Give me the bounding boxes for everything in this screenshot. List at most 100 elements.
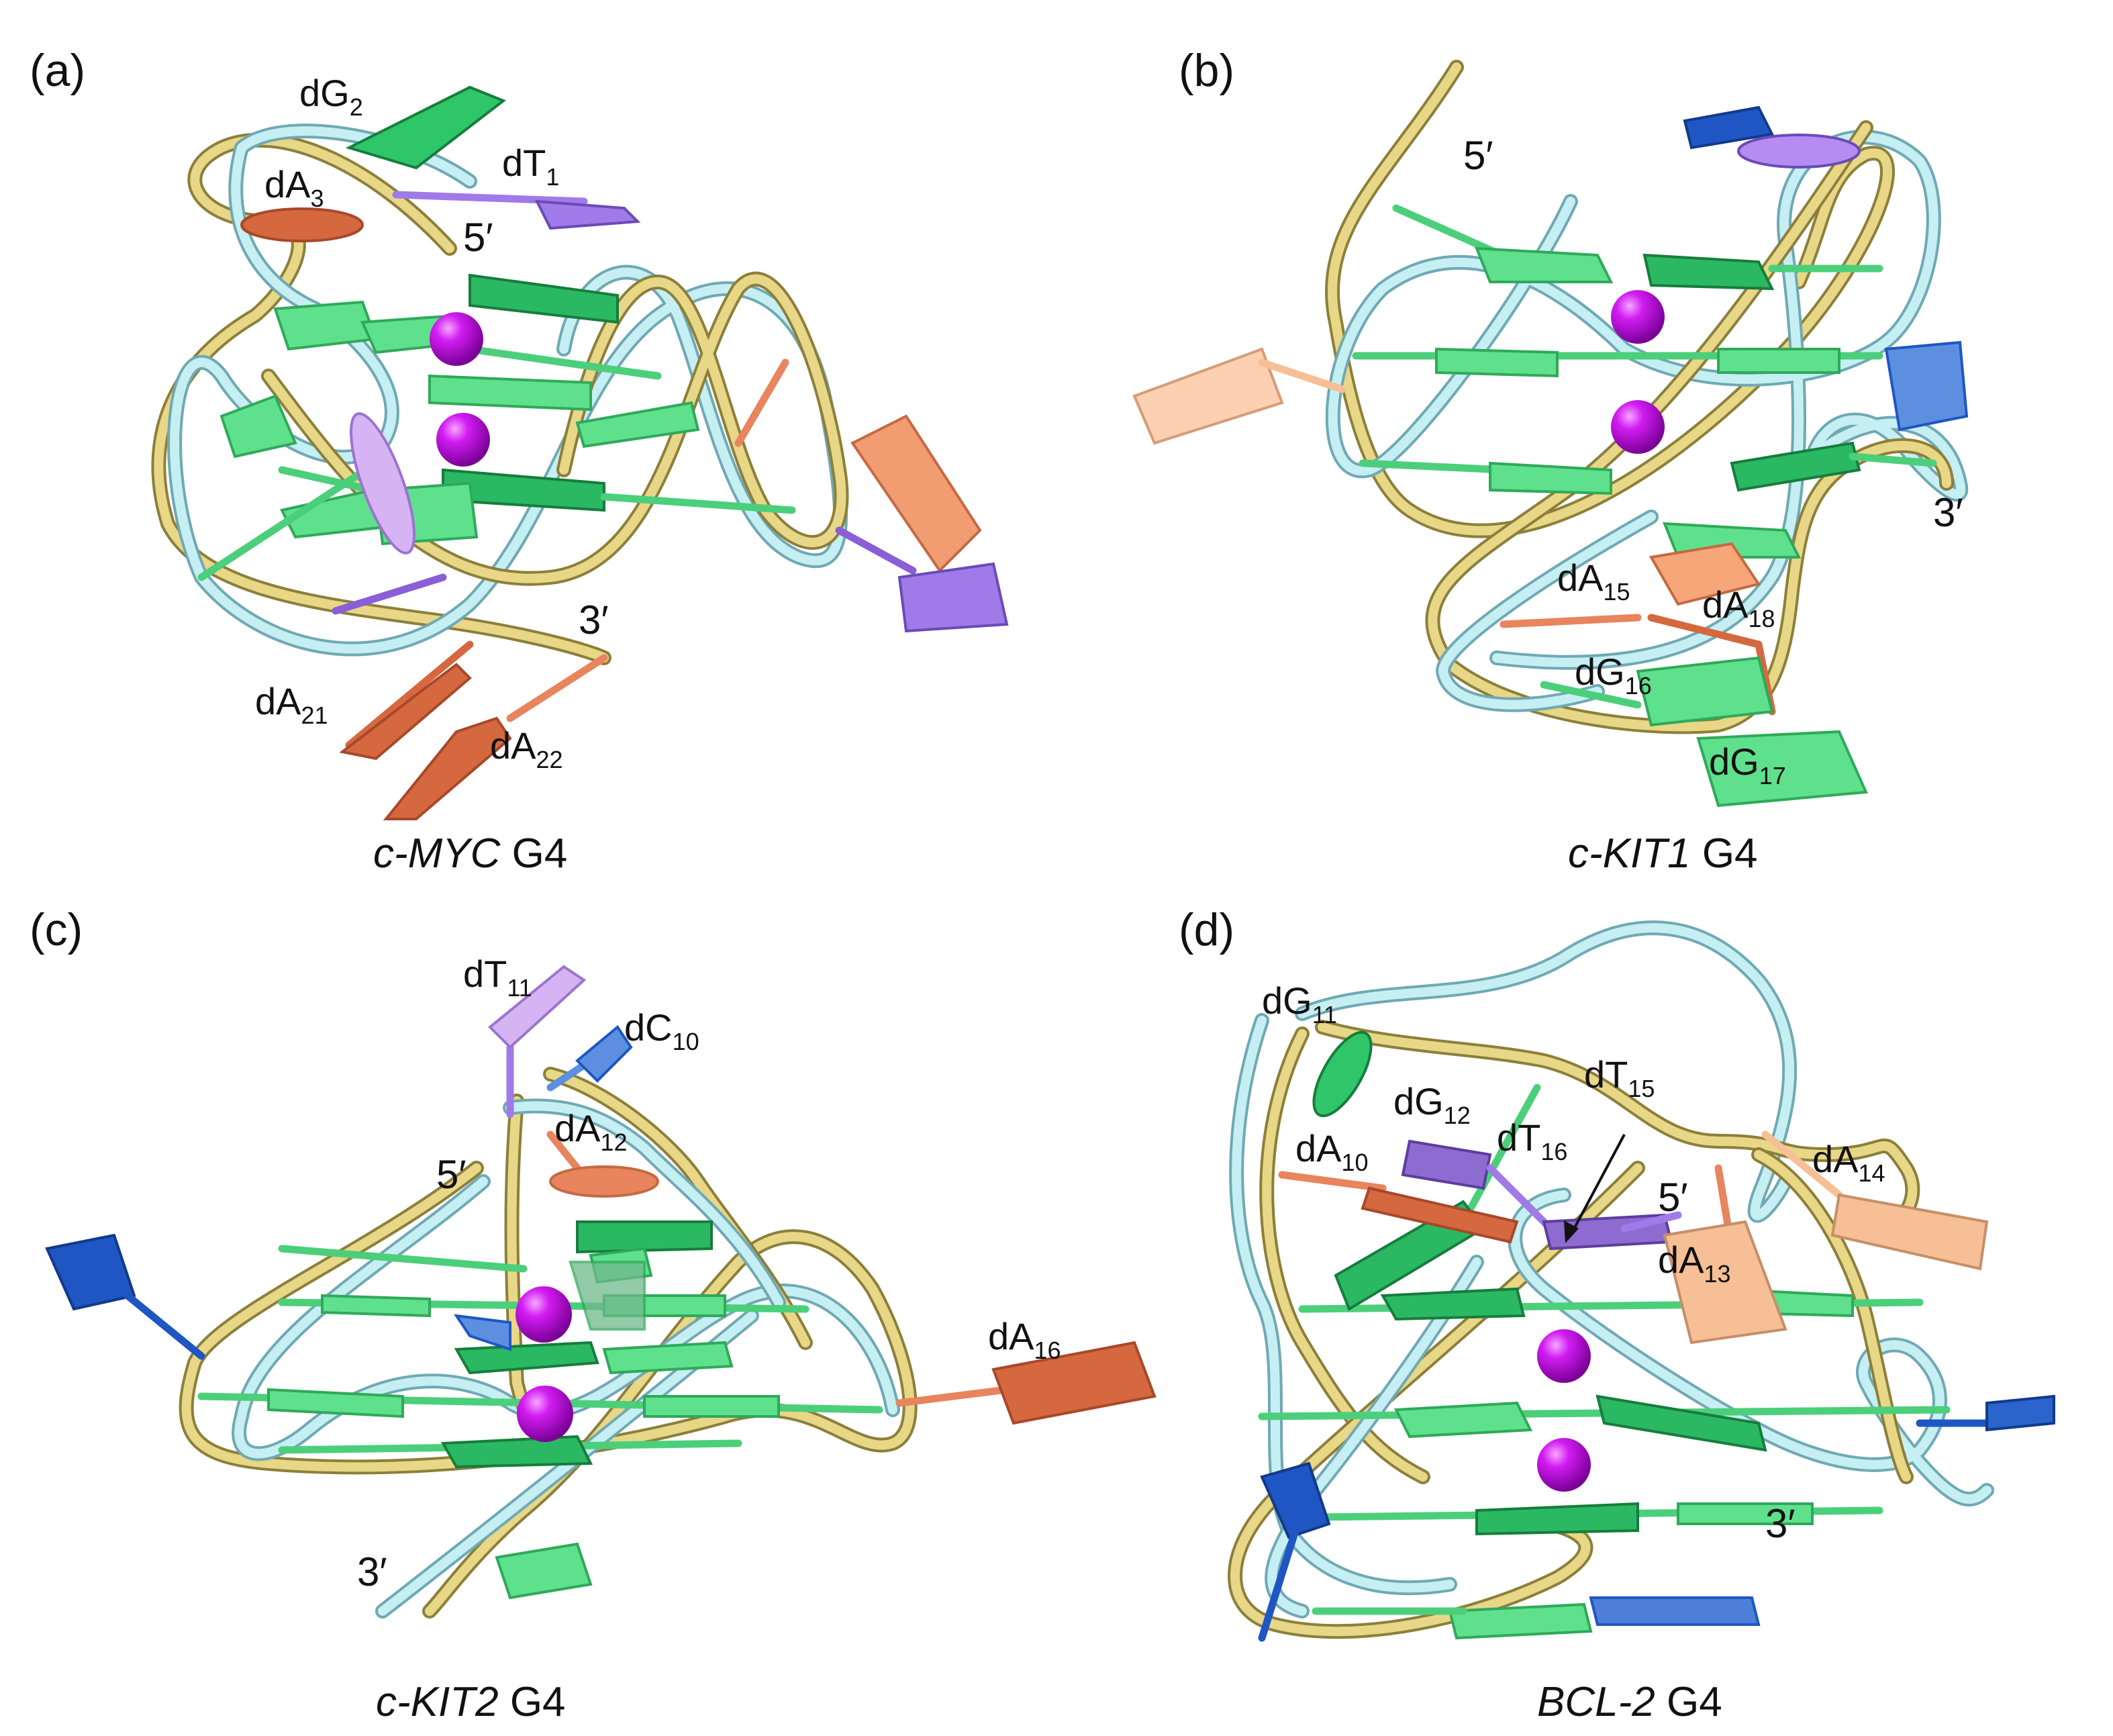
guanine-base bbox=[1642, 253, 1775, 291]
panel-a-loop-residues bbox=[240, 85, 1009, 820]
potassium-ion bbox=[436, 413, 490, 467]
guanine-base bbox=[1435, 347, 1559, 378]
panel-c-label: (c) bbox=[30, 904, 83, 955]
guanine-base bbox=[1393, 1401, 1533, 1439]
panel-a-label: (a) bbox=[30, 45, 85, 96]
end-label-5prime: 5′ bbox=[1463, 133, 1493, 178]
residue-label-da10: dA10 bbox=[1295, 1127, 1369, 1176]
guanine-base bbox=[1489, 461, 1612, 495]
da16-base bbox=[991, 1341, 1157, 1425]
dg11-base bbox=[1312, 1030, 1373, 1118]
panel-b: (b) bbox=[1132, 45, 1969, 877]
guanine-base bbox=[1474, 246, 1614, 283]
thymine-base bbox=[1737, 134, 1861, 168]
panel-c: (c) bbox=[30, 904, 1157, 1725]
residue-label-dg12: dG12 bbox=[1393, 1080, 1471, 1129]
guanine-base bbox=[1717, 348, 1840, 374]
dg2-base bbox=[345, 85, 507, 170]
dg17-base bbox=[1696, 730, 1868, 808]
thymine-base bbox=[349, 412, 416, 554]
potassium-ion bbox=[430, 312, 483, 366]
residue-label-dg11: dG11 bbox=[1262, 979, 1337, 1028]
cytosine-base bbox=[1589, 1596, 1761, 1626]
dc10-base bbox=[575, 1025, 633, 1083]
panel-d-label: (d) bbox=[1179, 904, 1234, 955]
guanine-base bbox=[273, 300, 378, 351]
residue-label-da21: dA21 bbox=[255, 680, 328, 729]
residue-label-da16: dA16 bbox=[988, 1315, 1061, 1364]
adenine-base bbox=[850, 414, 982, 573]
panel-a: (a) bbox=[30, 45, 1009, 877]
thymine-base bbox=[897, 562, 1009, 633]
guanine-base bbox=[1448, 1602, 1593, 1640]
guanine-base bbox=[1475, 1502, 1639, 1536]
panel-b-backbone bbox=[1325, 60, 1969, 734]
cytosine-base bbox=[1683, 105, 1774, 150]
panel-d: (d) bbox=[1179, 904, 2055, 1725]
panel-d-loop-residues bbox=[1258, 1030, 2055, 1642]
dt11-base bbox=[488, 965, 587, 1049]
potassium-ion bbox=[515, 1286, 572, 1343]
panel-a-guanine-tetrads bbox=[197, 273, 796, 581]
guanine-base bbox=[267, 1388, 404, 1418]
pointer-arrowhead bbox=[1564, 1220, 1579, 1243]
end-label-3prime: 3′ bbox=[579, 597, 609, 642]
guanine-base bbox=[1677, 1502, 1814, 1525]
potassium-ion bbox=[1611, 290, 1665, 344]
potassium-ion bbox=[517, 1386, 573, 1442]
guanine-base bbox=[219, 394, 297, 459]
panel-d-guanine-tetrads bbox=[1258, 1287, 1951, 1640]
cytosine-base bbox=[45, 1233, 136, 1311]
da10-base bbox=[1361, 1186, 1519, 1244]
end-label-3prime: 3′ bbox=[357, 1549, 387, 1594]
potassium-ion bbox=[1537, 1438, 1591, 1492]
potassium-ion bbox=[1611, 400, 1665, 454]
da12-base bbox=[549, 1165, 659, 1198]
da3-base bbox=[240, 207, 364, 242]
pointer-arrow bbox=[1569, 1134, 1626, 1236]
guanine-base bbox=[1380, 1287, 1526, 1321]
residue-label-da18: dA18 bbox=[1702, 583, 1775, 632]
end-label-5prime: 5′ bbox=[463, 215, 493, 260]
cytosine-base bbox=[1884, 340, 1969, 432]
guanine-base bbox=[495, 1542, 593, 1600]
end-label-3prime: 3′ bbox=[1933, 490, 1963, 535]
cytosine-base bbox=[1985, 1394, 2055, 1432]
dg12-base bbox=[1401, 1139, 1492, 1190]
da21-base bbox=[339, 663, 472, 761]
residue-label-dt1: dT1 bbox=[502, 142, 559, 191]
guanine-base bbox=[576, 1220, 713, 1254]
panel-a-caption: c-MYC G4 bbox=[373, 830, 567, 877]
guanine-base bbox=[602, 1341, 734, 1375]
guanine-base bbox=[575, 401, 700, 448]
panel-c-loop-residues bbox=[45, 965, 1157, 1425]
da15-base bbox=[1649, 542, 1761, 606]
da14-base bbox=[1830, 1193, 1989, 1271]
residue-label-dt15: dT15 bbox=[1584, 1053, 1655, 1102]
panel-b-label: (b) bbox=[1179, 45, 1234, 96]
residue-label-da15: dA15 bbox=[1557, 557, 1630, 606]
residue-label-dc10: dC10 bbox=[624, 1006, 699, 1055]
da22-base bbox=[383, 716, 512, 820]
end-label-5prime: 5′ bbox=[1658, 1175, 1688, 1220]
guanine-base bbox=[1595, 1394, 1767, 1452]
dt1-base bbox=[534, 199, 641, 230]
residue-label-da14: dA14 bbox=[1812, 1138, 1885, 1187]
dg16-base bbox=[1636, 656, 1774, 727]
panel-c-caption: c-KIT2 G4 bbox=[376, 1679, 566, 1725]
guanine-base bbox=[1730, 441, 1861, 492]
guanine-base bbox=[643, 1395, 780, 1418]
guanine-base bbox=[440, 1435, 593, 1469]
guanine-base bbox=[321, 1294, 431, 1318]
panel-b-loop-residues bbox=[1132, 105, 1969, 808]
guanine-base bbox=[569, 1261, 646, 1331]
panel-b-caption: c-KIT1 G4 bbox=[1568, 830, 1758, 877]
residue-label-da12: dA12 bbox=[554, 1107, 628, 1156]
end-label-3prime: 3′ bbox=[1765, 1501, 1796, 1546]
residue-label-dg2: dG2 bbox=[299, 72, 363, 121]
guanine-base bbox=[469, 273, 619, 324]
da13-base bbox=[1663, 1220, 1787, 1345]
guanine-base bbox=[428, 374, 592, 412]
panel-b-guanine-tetrads bbox=[1352, 204, 1937, 559]
